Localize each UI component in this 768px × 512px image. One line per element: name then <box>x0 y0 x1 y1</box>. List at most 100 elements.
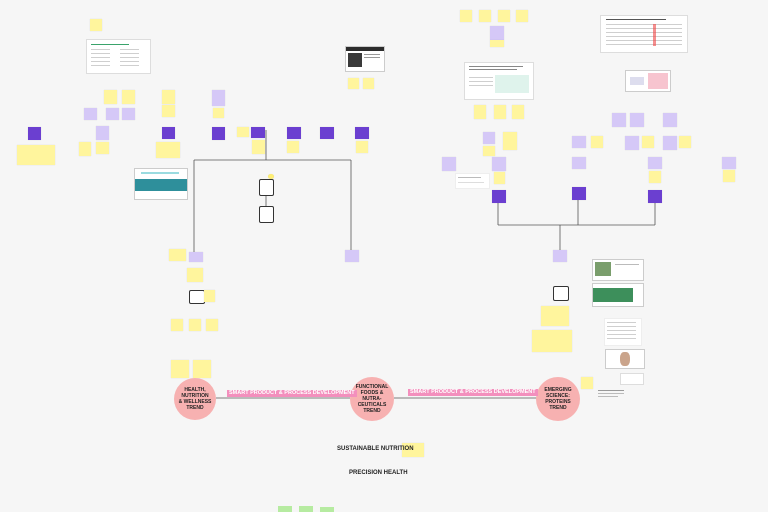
trend-circle-health[interactable]: HEALTH, NUTRITION & WELLNESS TREND <box>174 378 216 420</box>
sticky-note[interactable] <box>90 19 102 31</box>
image-thumbnail[interactable] <box>134 168 188 200</box>
sticky-note[interactable] <box>460 10 472 22</box>
sticky-note[interactable] <box>402 443 424 457</box>
text-block[interactable] <box>455 173 490 189</box>
topic-card[interactable] <box>287 127 301 139</box>
image-thumbnail[interactable] <box>592 283 644 307</box>
sticky-note[interactable] <box>503 132 517 150</box>
sticky-note[interactable] <box>204 290 215 302</box>
process-box[interactable] <box>259 179 274 196</box>
image-thumbnail[interactable] <box>625 70 671 92</box>
concept-card[interactable] <box>106 108 119 120</box>
text-block[interactable] <box>604 318 642 346</box>
sticky-note[interactable] <box>96 142 109 154</box>
concept-card[interactable] <box>630 113 644 127</box>
concept-card[interactable] <box>648 157 662 169</box>
sticky-note[interactable] <box>187 268 203 282</box>
heading-precision-health[interactable]: PRECISION HEALTH <box>349 470 408 476</box>
trend-circle-emerging[interactable]: EMERGING SCIENCE: PROTEINS TREND <box>536 377 580 421</box>
sticky-note[interactable] <box>512 105 524 119</box>
concept-card[interactable] <box>572 136 586 148</box>
heading-sustainable-nutrition[interactable]: SUSTAINABLE NUTRITION <box>337 446 414 452</box>
green-tile[interactable] <box>278 506 292 512</box>
concept-card[interactable] <box>492 157 506 171</box>
sticky-note[interactable] <box>122 90 135 104</box>
sticky-note[interactable] <box>474 105 486 119</box>
sticky-note[interactable] <box>642 136 654 148</box>
sticky-note[interactable] <box>490 40 504 47</box>
process-box[interactable] <box>259 206 274 223</box>
process-box[interactable] <box>553 286 569 301</box>
topic-card[interactable] <box>648 190 662 203</box>
sticky-note[interactable] <box>206 319 218 331</box>
connector-label[interactable]: SMART PRODUCT & PROCESS DEVELOPMENT <box>227 390 357 397</box>
sticky-note[interactable] <box>356 141 368 153</box>
sticky-note[interactable] <box>494 172 505 184</box>
topic-card[interactable] <box>28 127 41 140</box>
topic-card[interactable] <box>162 127 175 139</box>
image-thumbnail[interactable] <box>592 259 644 281</box>
sticky-note[interactable] <box>479 10 491 22</box>
green-tile[interactable] <box>299 506 313 512</box>
concept-card[interactable] <box>442 157 456 171</box>
logo-thumbnail[interactable] <box>620 373 644 385</box>
sticky-note[interactable] <box>162 90 175 104</box>
concept-card[interactable] <box>612 113 626 127</box>
green-tile[interactable] <box>320 507 334 512</box>
concept-card[interactable] <box>189 252 203 262</box>
process-box[interactable] <box>189 290 205 304</box>
connector-label[interactable]: SMART PRODUCT & PROCESS DEVELOPMENT <box>408 389 538 396</box>
text-note[interactable] <box>598 388 628 402</box>
concept-card[interactable] <box>572 157 586 169</box>
concept-card[interactable] <box>483 132 495 144</box>
sticky-note[interactable] <box>581 377 593 389</box>
sticky-note[interactable] <box>171 319 183 331</box>
sticky-note[interactable] <box>723 170 735 182</box>
concept-card[interactable] <box>625 136 639 150</box>
photo-thumbnail[interactable] <box>605 349 645 369</box>
sticky-note[interactable] <box>649 171 661 183</box>
sticky-note[interactable] <box>252 140 265 154</box>
trend-circle-functional[interactable]: FUNCTIONAL FOODS & NUTRA- CEUTICALS TREN… <box>350 377 394 421</box>
sticky-note[interactable] <box>156 142 180 158</box>
sticky-note-long[interactable] <box>17 145 55 165</box>
sticky-note[interactable] <box>363 78 374 89</box>
sticky-note[interactable] <box>483 146 495 156</box>
sticky-note[interactable] <box>591 136 603 148</box>
sticky-note[interactable] <box>679 136 691 148</box>
topic-card[interactable] <box>355 127 369 139</box>
topic-card[interactable] <box>572 187 586 200</box>
topic-card[interactable] <box>492 190 506 203</box>
concept-card[interactable] <box>212 90 225 106</box>
concept-card[interactable] <box>84 108 97 120</box>
topic-card[interactable] <box>320 127 334 139</box>
concept-card[interactable] <box>663 113 677 127</box>
sticky-note-long[interactable] <box>532 330 572 352</box>
sticky-note[interactable] <box>193 360 211 378</box>
sticky-note[interactable] <box>171 360 189 378</box>
sticky-note[interactable] <box>169 249 186 261</box>
sticky-note[interactable] <box>213 108 224 118</box>
screenshot-thumbnail[interactable] <box>345 46 385 72</box>
concept-card[interactable] <box>96 126 109 140</box>
table-screenshot[interactable] <box>600 15 688 53</box>
sticky-note[interactable] <box>494 105 506 119</box>
article-thumbnail[interactable] <box>464 62 534 100</box>
sticky-note[interactable] <box>237 127 249 137</box>
sticky-note[interactable] <box>287 141 299 153</box>
sticky-note[interactable] <box>541 306 569 326</box>
sticky-note[interactable] <box>79 142 91 156</box>
comment-dot[interactable] <box>268 174 274 179</box>
topic-card[interactable] <box>212 127 225 140</box>
sticky-note[interactable] <box>498 10 510 22</box>
sticky-note[interactable] <box>104 90 117 104</box>
sticky-note[interactable] <box>348 78 359 89</box>
sticky-note[interactable] <box>516 10 528 22</box>
concept-card[interactable] <box>122 108 135 120</box>
concept-card[interactable] <box>345 250 359 262</box>
sticky-note[interactable] <box>162 105 175 117</box>
concept-card[interactable] <box>553 250 567 262</box>
concept-card[interactable] <box>722 157 736 169</box>
topic-card[interactable] <box>251 127 265 138</box>
